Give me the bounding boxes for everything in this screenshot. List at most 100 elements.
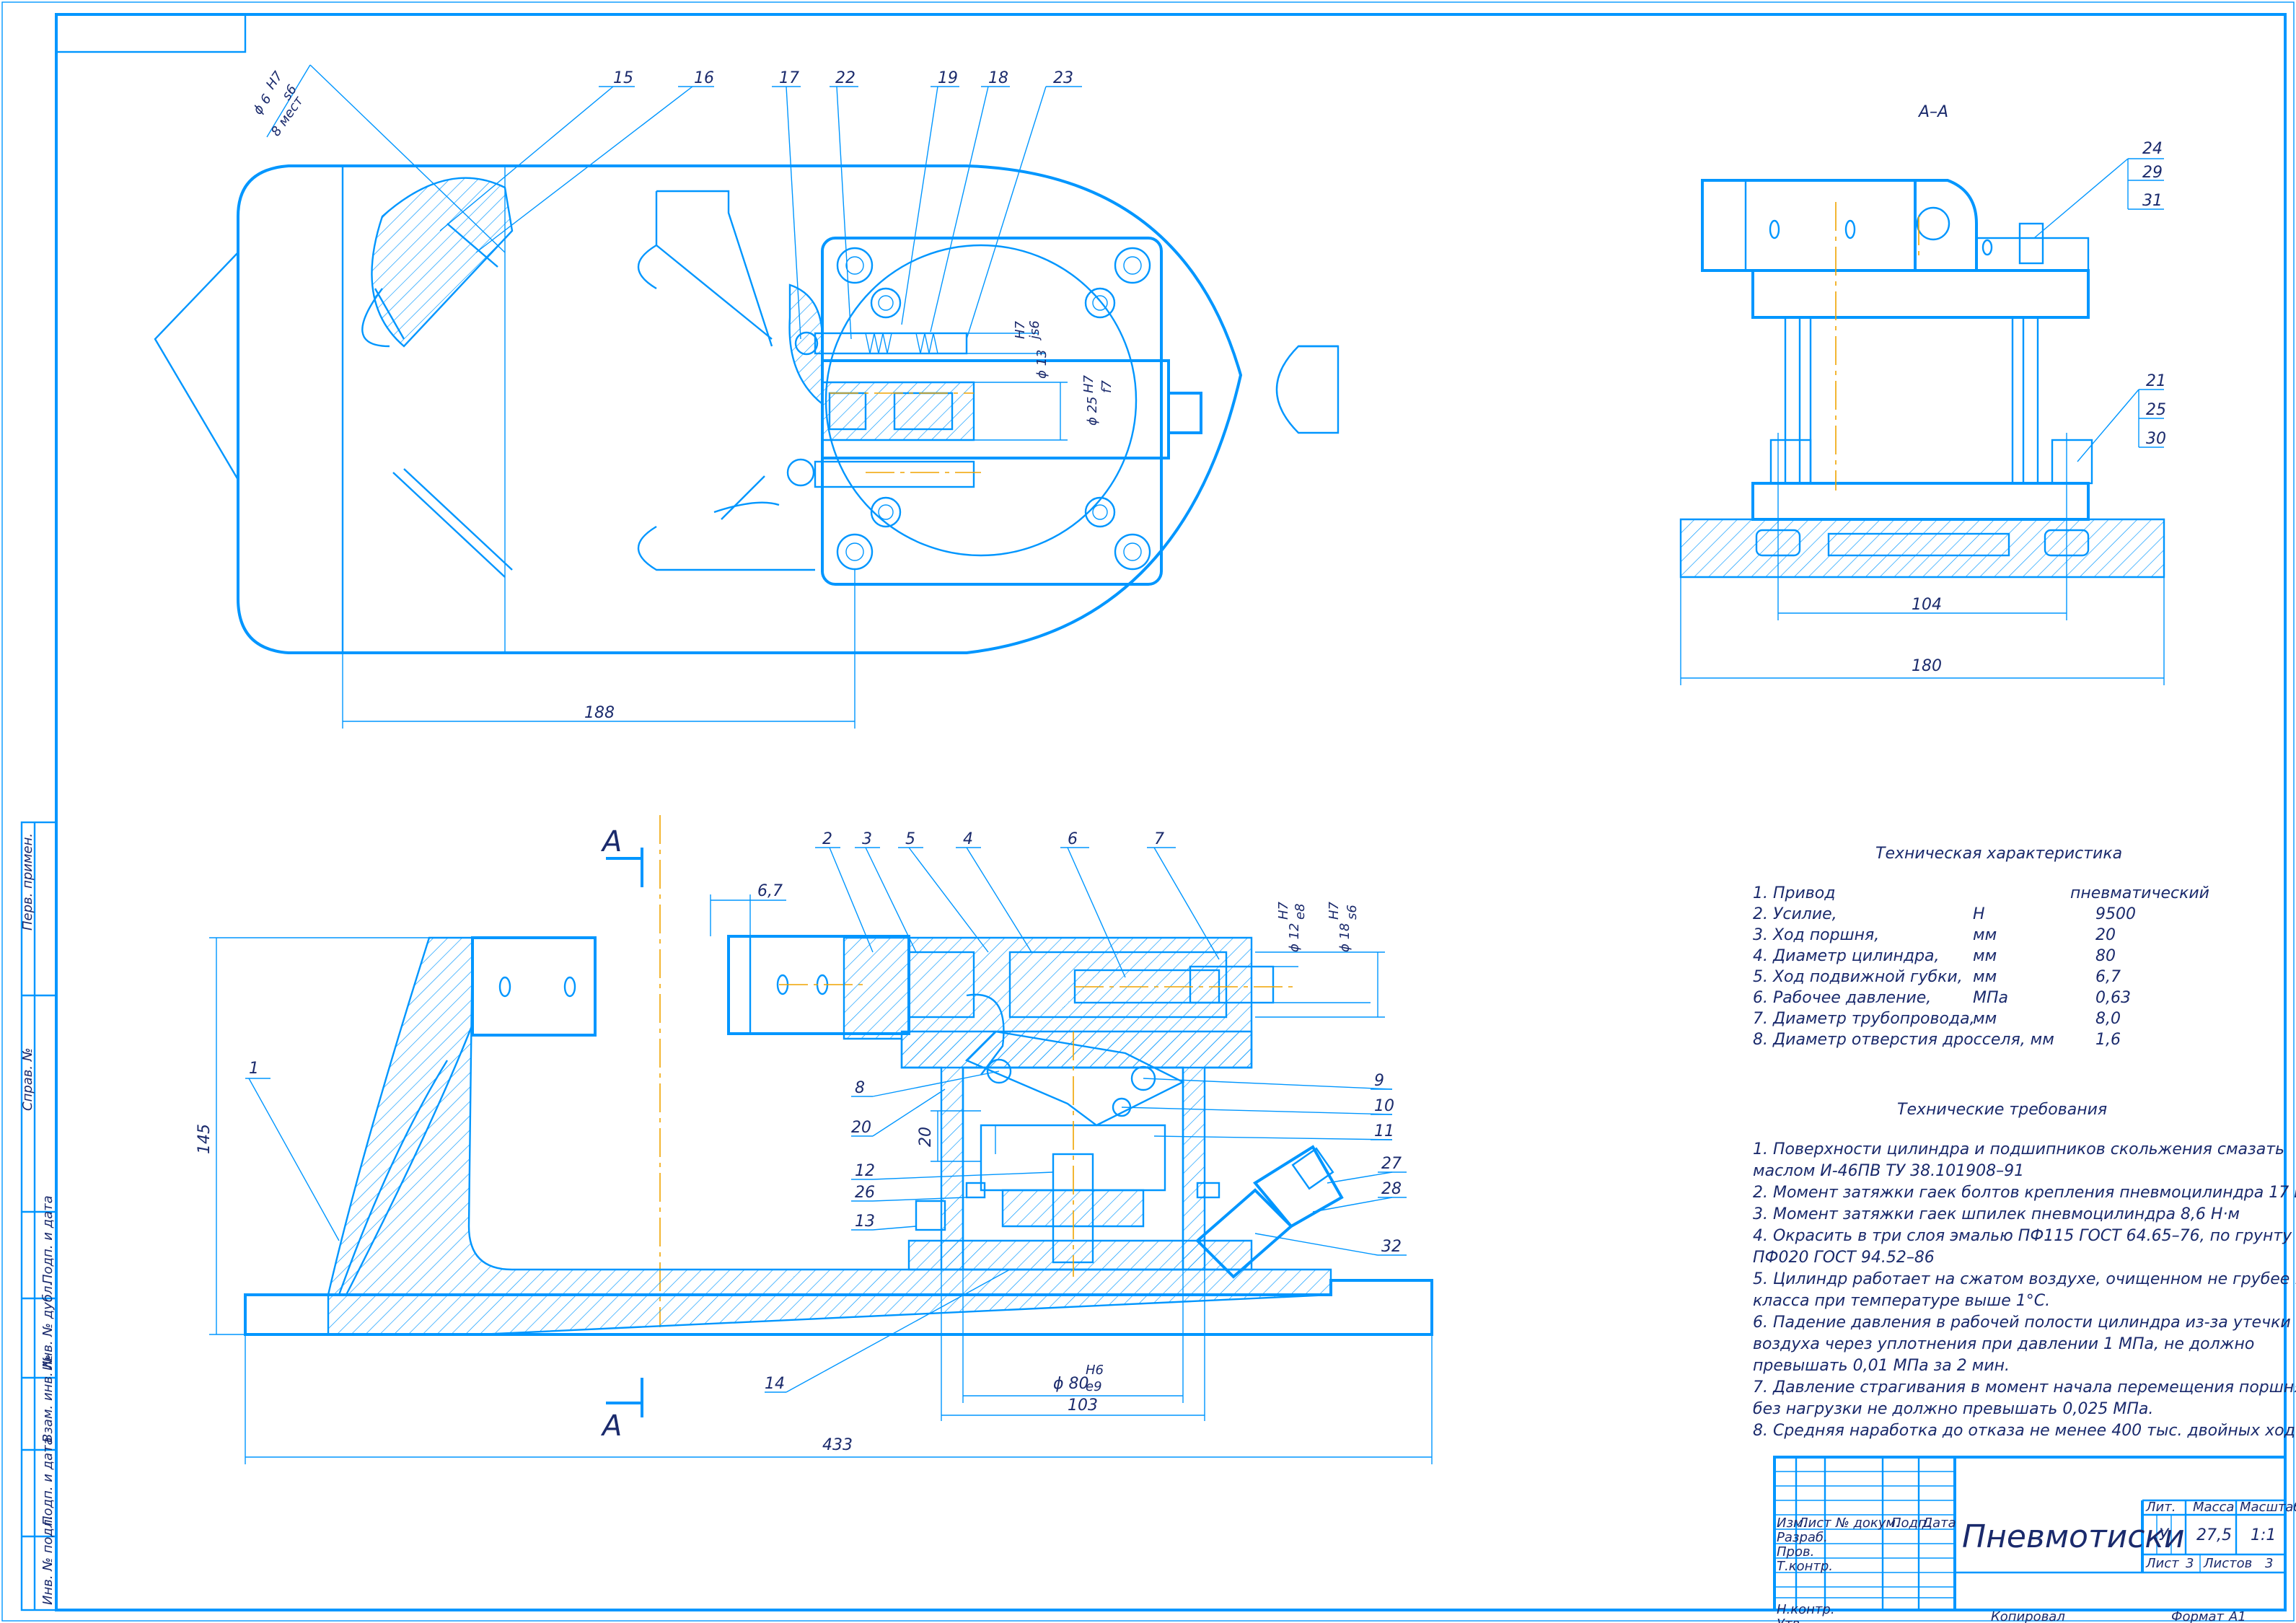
fit-12-h: H7	[1276, 901, 1291, 920]
title-col-header: № докум.	[1835, 1516, 1900, 1531]
stamp-sign-date-1: Подп. и дата	[40, 1195, 56, 1284]
tech-char-unit: мм	[1973, 947, 1997, 965]
stamp-first-use: Перв. примен.	[20, 833, 35, 931]
scale-value: 1:1	[2251, 1526, 2276, 1544]
tech-char-param: 6. Рабочее давление,	[1753, 989, 1931, 1007]
callout-27: 27	[1381, 1155, 1402, 1173]
sheets-label: Листов	[2203, 1556, 2252, 1571]
copied-label: Копировал	[1991, 1609, 2065, 1623]
tech-char-param: 1. Привод	[1753, 884, 1835, 902]
tech-req-line: 3. Момент затяжки гаек шпилек пневмоцили…	[1753, 1205, 2240, 1223]
title-block: Изм.Лист № докум.Подп.Дата Разраб.Пров.Т.…	[1773, 1456, 2296, 1623]
callout-24: 24	[2142, 140, 2163, 158]
callout-8: 8	[855, 1079, 865, 1097]
stamp-orig-inv: Инв. № подл.	[40, 1516, 56, 1605]
top-view: ϕ 13 H7 js6 ϕ 25 H7 f7 188 ϕ 6 H7 s6 8 м…	[154, 64, 1340, 729]
fit-80-s: e9	[1086, 1379, 1102, 1394]
dim-180: 180	[1912, 657, 1942, 675]
tech-req-line: маслом И-46ПВ ТУ 38.101908–91	[1753, 1162, 2024, 1180]
fit-13-h: H7	[1013, 320, 1028, 339]
tech-char-value: 1,6	[2095, 1031, 2121, 1049]
fit-13-s: js6	[1027, 320, 1042, 341]
title-role: Н.контр.	[1777, 1602, 1835, 1617]
fit-18-h: H7	[1327, 901, 1342, 920]
tech-requirements: Технические требования 1. Поверхности ци…	[1753, 1101, 2296, 1440]
title-col-header: Подп.	[1891, 1516, 1930, 1531]
stamp-sign-date-2: Подп. и дата	[40, 1437, 56, 1526]
tech-char-param: 5. Ход подвижной губки,	[1753, 968, 1963, 986]
tech-char-param: 8. Диаметр отверстия дросселя, мм	[1753, 1031, 2054, 1049]
callout-9: 9	[1374, 1072, 1384, 1090]
callout-25: 25	[2146, 401, 2166, 419]
section-label: А–А	[1917, 103, 1948, 121]
callout-19: 19	[938, 69, 958, 87]
tech-char-value: 80	[2095, 947, 2116, 965]
section-a-a: А–А 104 180 2	[1679, 103, 2166, 685]
tech-char-title: Техническая характеристика	[1875, 845, 2122, 863]
stamp-replace-inv: Взам. инв. №	[40, 1355, 56, 1443]
dim-433: 433	[822, 1436, 853, 1454]
tech-char-param: 3. Ход поршня,	[1753, 926, 1879, 944]
title-col-header: Дата	[1922, 1516, 1956, 1531]
mass-label: Масса	[2193, 1500, 2234, 1515]
callout-14: 14	[765, 1375, 785, 1393]
callout-5: 5	[905, 830, 915, 848]
title-role: Утв.	[1777, 1617, 1804, 1623]
callout-13: 13	[855, 1213, 875, 1231]
fit-6: ϕ 6	[250, 92, 275, 118]
fit-25: ϕ 25	[1085, 397, 1100, 426]
callout-12: 12	[855, 1162, 875, 1180]
dim-20: 20	[917, 1127, 935, 1147]
dim-6-7: 6,7	[757, 882, 783, 900]
callout-10: 10	[1374, 1097, 1394, 1115]
tech-char-value: 6,7	[2095, 968, 2121, 986]
scale-label: Масштаб	[2240, 1500, 2296, 1515]
callout-3: 3	[862, 830, 872, 848]
callout-26: 26	[855, 1184, 875, 1202]
callout-23: 23	[1053, 69, 1073, 87]
tech-req-line: 1. Поверхности цилиндра и подшипников ск…	[1753, 1140, 2284, 1158]
tech-req-line: 6. Падение давления в рабочей полости ци…	[1753, 1314, 2291, 1332]
bolt-group	[836, 247, 1151, 571]
tech-characteristics: Техническая характеристика 1. Привод пнев…	[1753, 845, 2209, 1049]
tech-char-value: пневматический	[2070, 884, 2209, 902]
tech-char-param: 4. Диаметр цилиндра,	[1753, 947, 1940, 965]
title-role: Т.контр.	[1777, 1559, 1833, 1574]
callout-6: 6	[1068, 830, 1078, 848]
callout-30: 30	[2146, 430, 2166, 448]
fit-18: ϕ 18	[1337, 923, 1352, 953]
callout-29: 29	[2142, 164, 2163, 182]
tech-req-line: 5. Цилиндр работает на сжатом воздухе, о…	[1753, 1270, 2296, 1288]
callout-17: 17	[779, 69, 799, 87]
section-mark-bottom: А	[600, 1409, 622, 1443]
lit-value: У	[2159, 1526, 2170, 1544]
product-name: Пневмотиски	[1962, 1518, 2185, 1555]
tech-req-line: 8. Средняя наработка до отказа не менее …	[1753, 1422, 2296, 1440]
fit-80: ϕ 80	[1053, 1375, 1089, 1393]
stamp-dup-inv: Инв. № дубл.	[40, 1282, 56, 1371]
fit-12: ϕ 12	[1287, 923, 1302, 953]
front-view: А А 6,7 ϕ 12	[195, 815, 1433, 1464]
tech-char-value: 20	[2095, 926, 2116, 944]
tech-char-unit: мм	[1973, 926, 1997, 944]
sheet-value: 3	[2186, 1556, 2194, 1571]
callout-31: 31	[2142, 192, 2163, 210]
title-role: Разраб.	[1777, 1530, 1828, 1545]
title-role: Пров.	[1777, 1544, 1814, 1560]
tech-req-line: ПФ020 ГОСТ 94.52–86	[1753, 1249, 1935, 1267]
title-col-header: Изм.	[1777, 1516, 1807, 1531]
tech-req-line: класса при температуре выше 1°С.	[1753, 1292, 2050, 1310]
tech-char-param: 2. Усилие,	[1753, 905, 1837, 923]
dim-188: 188	[584, 704, 615, 722]
callout-1: 1	[249, 1060, 259, 1078]
tech-char-value: 9500	[2095, 905, 2136, 923]
side-stamp: Перв. примен. Справ. № Подп. и дата Инв.…	[20, 821, 58, 1611]
tech-req-line: без нагрузки не должно превышать 0,025 М…	[1753, 1400, 2153, 1418]
tech-char-value: 8,0	[2095, 1010, 2121, 1028]
title-col-header: Лист	[1798, 1516, 1831, 1531]
dim-145: 145	[195, 1124, 214, 1154]
tech-char-param: 7. Диаметр трубопровода,	[1753, 1010, 1975, 1028]
fit-13: ϕ 13	[1034, 350, 1050, 379]
